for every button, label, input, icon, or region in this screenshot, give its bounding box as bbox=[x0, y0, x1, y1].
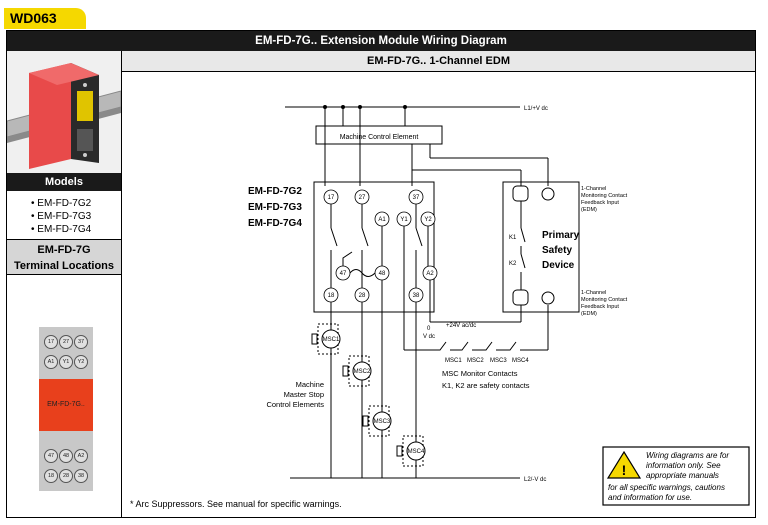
module-face: EM-FD-7G.. bbox=[39, 379, 93, 431]
model-label: EM-FD-7G2 bbox=[248, 186, 302, 197]
product-image bbox=[7, 51, 121, 173]
warning-icon bbox=[606, 450, 642, 479]
terminal-17: 17 bbox=[328, 195, 335, 201]
terminal-heading-line2: Terminal Locations bbox=[13, 260, 115, 272]
edm-top-label: Monitoring Contact bbox=[581, 193, 628, 199]
terminal-18: 18 bbox=[44, 469, 58, 483]
terminal-a1: A1 bbox=[44, 355, 58, 369]
edm-top-label: (EDM) bbox=[581, 207, 597, 213]
warning-text: Wiring diagrams are for bbox=[646, 451, 729, 460]
terminal-block-drawing: 17 27 37 A1 Y1 Y2 EM-FD-7G.. 47 48 A2 18… bbox=[39, 327, 93, 491]
k2-label: K2 bbox=[509, 261, 517, 267]
machine-label: Master Stop bbox=[284, 390, 324, 399]
msc-note: MSC Monitor Contacts bbox=[442, 369, 518, 378]
primary-safety-device bbox=[502, 181, 580, 313]
terminal-y1: Y1 bbox=[59, 355, 73, 369]
msc-contact-label: MSC4 bbox=[512, 358, 529, 364]
edm-bottom-label: (EDM) bbox=[581, 311, 597, 317]
zero-v-label: 0 bbox=[427, 326, 431, 332]
terminal-48: 48 bbox=[379, 271, 386, 277]
terminal-47: 47 bbox=[44, 449, 58, 463]
psd-label: Device bbox=[542, 260, 575, 271]
msc-contact-label: MSC2 bbox=[467, 358, 484, 364]
msc-coil-label: MSC4 bbox=[408, 449, 425, 455]
terminal-28: 28 bbox=[59, 469, 73, 483]
edm-bottom-label: Monitoring Contact bbox=[581, 297, 628, 303]
terminal-a2: A2 bbox=[74, 449, 88, 463]
terminal-y2: Y2 bbox=[74, 355, 88, 369]
left-sidebar: Models EM-FD-7G2 EM-FD-7G3 EM-FD-7G4 EM-… bbox=[7, 51, 122, 517]
psd-label: Primary bbox=[542, 230, 580, 241]
terminal-a1: A1 bbox=[378, 217, 386, 223]
page-title: EM-FD-7G.. Extension Module Wiring Diagr… bbox=[7, 31, 755, 51]
document-id-tab: WD063 bbox=[4, 8, 86, 29]
terminal-17: 17 bbox=[44, 335, 58, 349]
terminal-38: 38 bbox=[413, 293, 420, 299]
msc-note: K1, K2 are safety contacts bbox=[442, 381, 530, 390]
model-label: EM-FD-7G3 bbox=[248, 202, 302, 213]
msc-coil-label: MSC1 bbox=[323, 337, 340, 343]
machine-label: Control Elements bbox=[266, 400, 324, 409]
terminal-locations-heading: EM-FD-7G Terminal Locations bbox=[7, 239, 121, 275]
psd-label: Safety bbox=[542, 245, 572, 256]
warning-text: appropriate manuals bbox=[646, 471, 719, 480]
terminal-47: 47 bbox=[340, 271, 347, 277]
terminal-27: 27 bbox=[359, 195, 366, 201]
footnote: * Arc Suppressors. See manual for specif… bbox=[130, 499, 342, 509]
models-heading: Models bbox=[7, 173, 121, 191]
l2-label: L2/-V dc bbox=[524, 477, 546, 483]
terminal-28: 28 bbox=[359, 293, 366, 299]
terminal-18: 18 bbox=[328, 293, 335, 299]
machine-control-element bbox=[315, 125, 443, 145]
msc-contact-label: MSC1 bbox=[445, 358, 462, 364]
product-image-drawing bbox=[7, 63, 121, 169]
machine-label: Machine bbox=[296, 380, 324, 389]
edm-top-label: 1-Channel bbox=[581, 186, 606, 192]
diagram-frame: EM-FD-7G.. Extension Module Wiring Diagr… bbox=[6, 30, 756, 518]
model-item: EM-FD-7G3 bbox=[31, 210, 91, 223]
warning-text: and information for use. bbox=[608, 493, 692, 502]
mce-label: Machine Control Element bbox=[340, 134, 419, 141]
msc-contact-label: MSC3 bbox=[490, 358, 507, 364]
k1-label: K1 bbox=[509, 235, 517, 241]
msc-coil-label: MSC2 bbox=[354, 369, 371, 375]
terminal-37: 37 bbox=[413, 195, 420, 201]
edm-bottom-label: Feedback Input bbox=[581, 304, 619, 310]
msc-coil-label: MSC3 bbox=[374, 419, 391, 425]
model-item: EM-FD-7G4 bbox=[31, 223, 91, 236]
warning-text: information only. See bbox=[646, 461, 721, 470]
terminal-37: 37 bbox=[74, 335, 88, 349]
plus24-label: +24V ac/dc bbox=[446, 323, 476, 329]
vdc-label: V dc bbox=[423, 334, 435, 340]
model-label: EM-FD-7G4 bbox=[248, 218, 302, 229]
edm-top-label: Feedback Input bbox=[581, 200, 619, 206]
models-list: EM-FD-7G2 EM-FD-7G3 EM-FD-7G4 bbox=[31, 197, 91, 236]
edm-bottom-label: 1-Channel bbox=[581, 290, 606, 296]
extension-module-box bbox=[313, 181, 435, 313]
l1-label: L1/+V dc bbox=[524, 106, 548, 112]
diagram-subtitle: EM-FD-7G.. 1-Channel EDM bbox=[122, 51, 755, 72]
terminal-38: 38 bbox=[74, 469, 88, 483]
svg-text:!: ! bbox=[622, 462, 627, 478]
terminal-27: 27 bbox=[59, 335, 73, 349]
terminal-y1: Y1 bbox=[400, 217, 408, 223]
terminal-a2: A2 bbox=[426, 271, 434, 277]
warning-text: for all specific warnings, cautions bbox=[608, 483, 725, 492]
terminal-48: 48 bbox=[59, 449, 73, 463]
terminal-heading-line1: EM-FD-7G bbox=[37, 244, 91, 256]
terminal-y2: Y2 bbox=[424, 217, 432, 223]
model-item: EM-FD-7G2 bbox=[31, 197, 91, 210]
